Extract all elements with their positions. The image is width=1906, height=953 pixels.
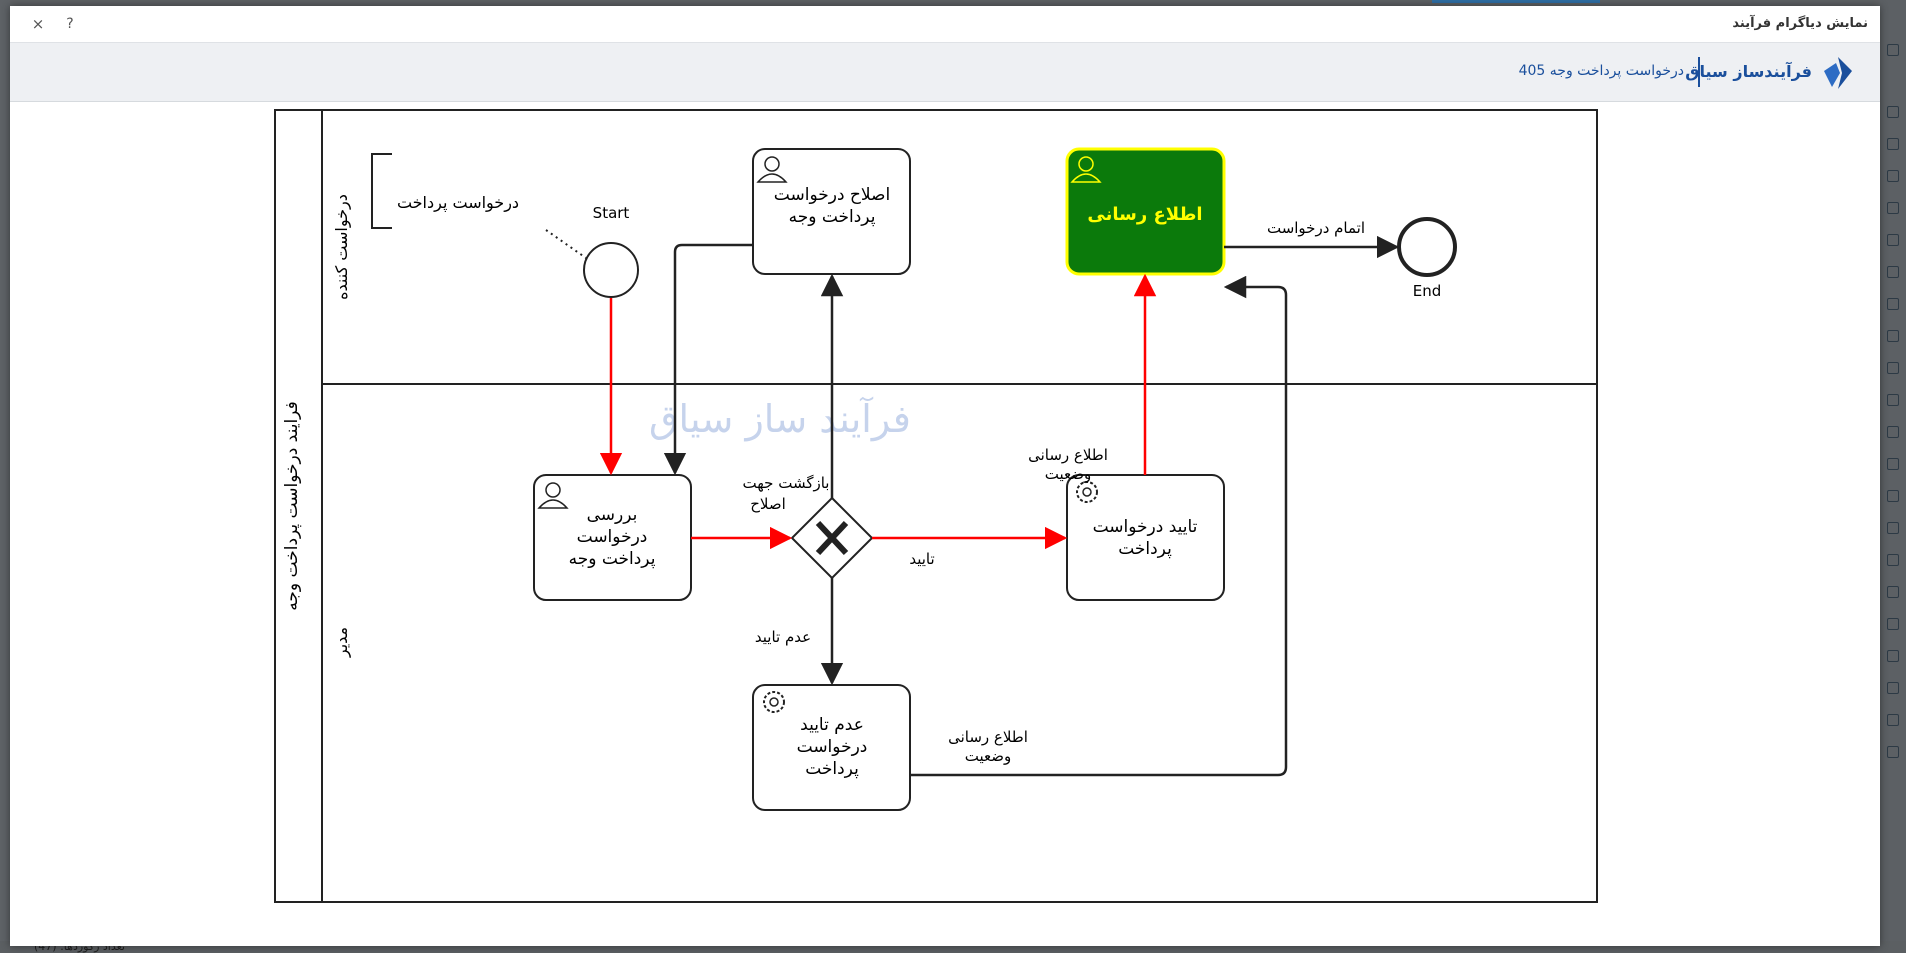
- bpmn-diagram: فرآیند ساز سیاق فرایند درخواست پرداخت وج…: [10, 102, 1880, 946]
- background-active-tab: [1432, 0, 1600, 3]
- flow-label-notify-status-bottom-2: وضعیت: [965, 747, 1011, 765]
- lane-label-requester: درخواست کننده: [332, 194, 352, 300]
- card-icon: [1887, 522, 1899, 534]
- watermark: فرآیند ساز سیاق: [649, 396, 911, 442]
- clock-icon: [1887, 362, 1899, 374]
- flow-label-notify-status-top-2: وضعیت: [1045, 465, 1091, 483]
- task-notify-label: اطلاع رسانی: [1087, 204, 1202, 225]
- brand-logo-icon: [1824, 57, 1852, 89]
- flow-label-not-approved: عدم تایید: [755, 628, 811, 646]
- flow-label-return-fix-2: اصلاح: [750, 495, 786, 513]
- card-icon: [1887, 554, 1899, 566]
- card-icon: [1887, 714, 1899, 726]
- task-approve-label-2: پرداخت: [1118, 539, 1172, 559]
- task-reject-label-2: درخواست: [797, 737, 868, 757]
- card-icon: [1887, 650, 1899, 662]
- settings-icon: [1887, 298, 1899, 310]
- card-icon: [1887, 618, 1899, 630]
- task-fix-request-label-1: اصلاح درخواست: [774, 185, 890, 205]
- signal-icon: [1887, 426, 1899, 438]
- card-icon: [1887, 234, 1899, 246]
- task-reject-label-3: پرداخت: [805, 759, 859, 779]
- gear-icon: [763, 691, 785, 713]
- task-reject-label-1: عدم تایید: [800, 715, 864, 735]
- flow-reject-to-notify: [910, 275, 1288, 777]
- background-right-rail: [1880, 0, 1906, 953]
- brand-name: فرآیندساز سیاق: [1685, 62, 1812, 81]
- task-approve[interactable]: تایید درخواست پرداخت: [1066, 474, 1225, 601]
- start-event[interactable]: [583, 242, 639, 298]
- annotation-text: درخواست پرداخت: [397, 193, 519, 213]
- user-icon: [537, 482, 569, 509]
- car-icon: [1887, 490, 1899, 502]
- box-icon: [1887, 266, 1899, 278]
- background-left-panel: [0, 0, 10, 953]
- flow-label-notify-status-bottom-1: اطلاع رسانی: [948, 728, 1028, 746]
- end-event-label: End: [1413, 282, 1442, 300]
- pool-label: فرایند درخواست پرداخت وجه: [282, 401, 302, 610]
- task-review[interactable]: بررسی درخواست پرداخت وجه: [533, 474, 692, 601]
- start-event-label: Start: [593, 204, 630, 222]
- modal-titlebar: نمایش دیاگرام فرآیند × ?: [10, 6, 1880, 43]
- user-icon: [756, 156, 788, 183]
- document-icon: [1887, 138, 1899, 150]
- task-fix-request-label-2: پرداخت وجه: [789, 207, 876, 227]
- annotation-bracket: [371, 153, 392, 229]
- gear-icon: [1076, 481, 1098, 503]
- task-reject[interactable]: عدم تایید درخواست پرداخت: [752, 684, 911, 811]
- card-icon: [1887, 746, 1899, 758]
- lane-label-manager: مدیر: [332, 627, 352, 658]
- mail-icon: [1887, 106, 1899, 118]
- task-review-label-1: بررسی: [587, 505, 638, 525]
- task-fix-request[interactable]: اصلاح درخواست پرداخت وجه: [752, 148, 911, 275]
- card-icon: [1887, 458, 1899, 470]
- search-icon: [1887, 44, 1899, 56]
- flow-fix-to-review: [663, 243, 753, 476]
- close-button[interactable]: ×: [31, 15, 45, 33]
- modal-title: نمایش دیاگرام فرآیند: [1732, 16, 1868, 31]
- task-review-label-2: درخواست: [577, 527, 648, 547]
- card-icon: [1887, 170, 1899, 182]
- user-icon: [1070, 156, 1102, 183]
- card-icon: [1887, 682, 1899, 694]
- task-review-label-3: پرداخت وجه: [569, 549, 656, 569]
- flow-label-return-fix-1: بازگشت جهت: [743, 474, 830, 492]
- edit-icon: [1887, 330, 1899, 342]
- task-approve-label-1: تایید درخواست: [1093, 517, 1198, 537]
- flow-label-notify-status-top-1: اطلاع رسانی: [1028, 446, 1108, 464]
- brand-separator: [1698, 57, 1700, 87]
- flow-label-approved: تایید: [909, 550, 934, 568]
- flow-label-complete: اتمام درخواست: [1267, 219, 1365, 237]
- task-notify[interactable]: اطلاع رسانی: [1065, 147, 1226, 276]
- annotation-association: [545, 229, 587, 259]
- brand-bar: فرآیندساز سیاق درخواست پرداخت وجه 405: [10, 43, 1880, 102]
- exclusive-gateway[interactable]: [790, 496, 874, 580]
- pool: [274, 109, 1598, 903]
- card-icon: [1887, 394, 1899, 406]
- process-diagram-modal: نمایش دیاگرام فرآیند × ? فرآیندساز سیاق …: [10, 6, 1880, 946]
- card-icon: [1887, 202, 1899, 214]
- end-event[interactable]: [1397, 217, 1457, 277]
- help-button[interactable]: ?: [66, 16, 74, 32]
- process-name: درخواست پرداخت وجه 405: [1518, 63, 1684, 79]
- edit-icon: [1887, 586, 1899, 598]
- diagram-canvas: فرآیند ساز سیاق فرایند درخواست پرداخت وج…: [274, 109, 1598, 903]
